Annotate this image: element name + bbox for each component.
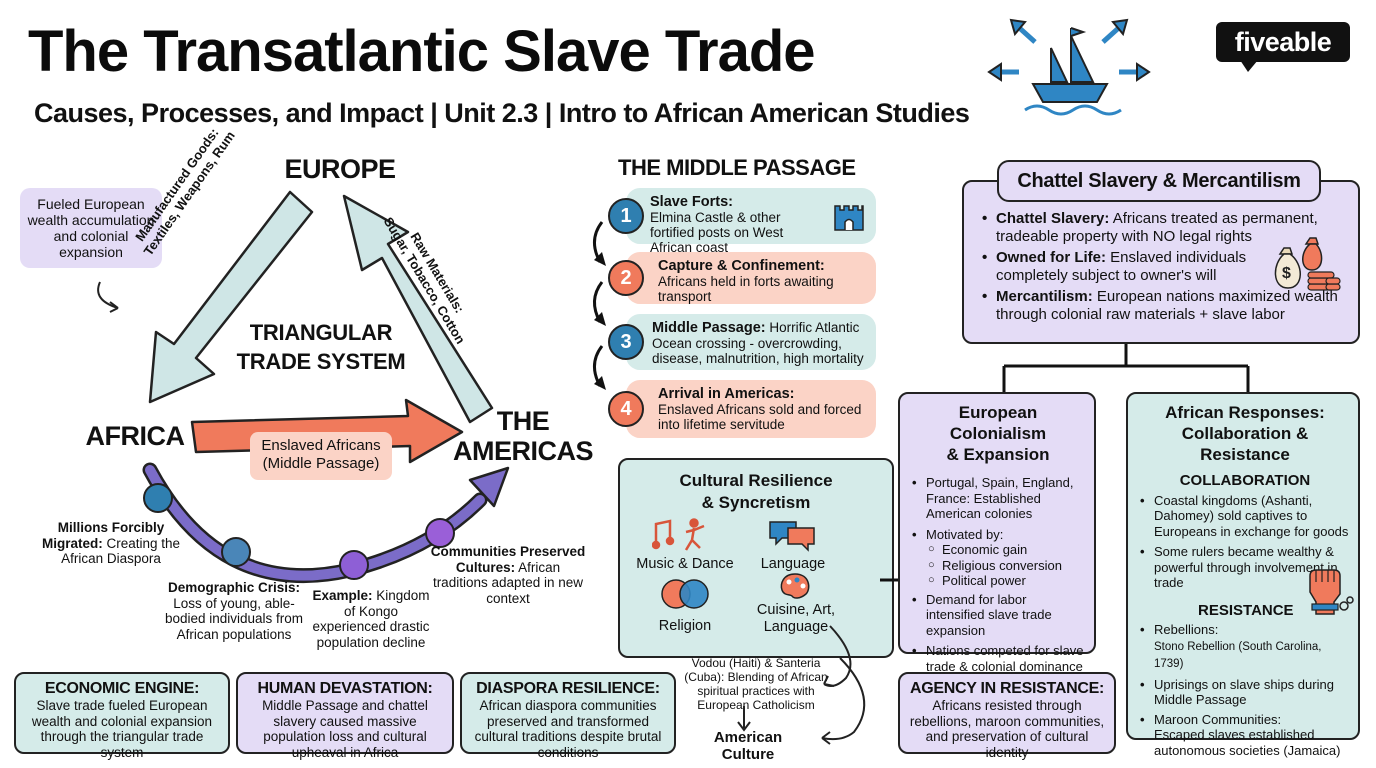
- colonialism-list: Portugal, Spain, England, France: Establ…: [912, 475, 1084, 542]
- responses-title: African Responses: Collaboration & Resis…: [1165, 403, 1325, 464]
- timeline-item-1: Millions Forcibly Migrated: Creating the…: [41, 520, 181, 566]
- fiveable-logo: fiveable: [1216, 22, 1350, 62]
- enslaved-africans-label: Enslaved Africans (Middle Passage): [250, 432, 392, 480]
- colonialism-item: Motivated by:: [912, 527, 1084, 543]
- wealth-note: Fueled European wealth accumulation and …: [20, 188, 162, 268]
- step-number: 3: [608, 324, 644, 360]
- label-europe: EUROPE: [284, 154, 396, 184]
- resistance-item: Uprisings on slave ships during Middle P…: [1140, 677, 1350, 708]
- culture-flow-arrows: [737, 625, 866, 745]
- collaboration-item: Some rulers became wealthy & powerful th…: [1140, 544, 1350, 591]
- chattel-slavery-box: Chattel Slavery: Africans treated as per…: [962, 180, 1360, 344]
- culture-item-language: Language: [760, 556, 826, 572]
- resistance-item: Rebellions:Stono Rebellion (South Caroli…: [1140, 622, 1350, 673]
- collaboration-list: Coastal kingdoms (Ashanti, Dahomey) sold…: [1140, 493, 1350, 591]
- ship-icon: [987, 18, 1151, 116]
- timeline-item-3: Example: Kingdom of Kongo experienced dr…: [312, 588, 430, 650]
- chattel-item: Chattel Slavery: Africans treated as per…: [982, 210, 1348, 246]
- motivation-list: Economic gain Religious conversion Polit…: [912, 542, 1084, 589]
- step-number: 1: [608, 198, 644, 234]
- culture-item-cuisine: Cuisine, Art, Language: [756, 602, 836, 635]
- colonialism-box: European Colonialism & Expansion Portuga…: [898, 392, 1096, 674]
- chattel-item: Owned for Life: Enslaved individuals com…: [982, 249, 1348, 285]
- collaboration-item: Coastal kingdoms (Ashanti, Dahomey) sold…: [1140, 493, 1350, 540]
- page-title: The Transatlantic Slave Trade: [28, 19, 816, 84]
- syncretism-note: Vodou (Haiti) & Santeria (Cuba): Blendin…: [684, 656, 828, 712]
- step-number: 2: [608, 260, 644, 296]
- motivation-item: Political power: [928, 573, 1084, 589]
- middle-passage-title: THE MIDDLE PASSAGE: [618, 155, 856, 180]
- colonialism-title: European Colonialism & Expansion: [946, 403, 1050, 464]
- step-capture: 2 Capture & Confinement: Africans held i…: [608, 252, 876, 304]
- resistance-list: Rebellions:Stono Rebellion (South Caroli…: [1140, 622, 1350, 758]
- castle-icon: [834, 205, 864, 231]
- african-responses-box: African Responses: Collaboration & Resis…: [1126, 392, 1360, 758]
- colonialism-item: Portugal, Spain, England, France: Establ…: [912, 475, 1084, 522]
- palette-icon: [780, 573, 810, 599]
- human-devastation-box: HUMAN DEVASTATION: Middle Passage and ch…: [236, 672, 454, 760]
- collaboration-heading: COLLABORATION: [1179, 472, 1311, 489]
- step-arrival: 4 Arrival in Americas: Enslaved Africans…: [608, 380, 876, 438]
- cultural-resilience-box: Cultural Resilience & Syncretism Music &…: [618, 458, 894, 658]
- colonialism-item: Demand for labor intensified slave trade…: [912, 592, 1084, 639]
- timeline-item-2: Demographic Crisis: Loss of young, able-…: [164, 580, 304, 642]
- chattel-list: Chattel Slavery: Africans treated as per…: [982, 210, 1348, 324]
- money-bag-icon: $: [1274, 237, 1341, 291]
- connector-lines: [880, 344, 1250, 582]
- culture-item-music: Music & Dance: [636, 556, 734, 572]
- resistance-heading: RESISTANCE: [1198, 601, 1294, 619]
- chattel-title: Chattel Slavery & Mercantilism: [997, 160, 1321, 202]
- colonialism-item: Nations competed for slave trade & colon…: [912, 643, 1084, 674]
- raw-materials-arrow: [342, 194, 494, 424]
- music-dance-icon: [652, 518, 705, 551]
- svg-text:$: $: [1282, 265, 1291, 282]
- resistance-item: Maroon Communities:Escaped slaves establ…: [1140, 712, 1350, 759]
- speech-bubbles-icon: [769, 521, 815, 552]
- step-slave-forts: 1 Slave Forts: Elmina Castle & other for…: [608, 188, 876, 255]
- step-middle-passage: 3 Middle Passage: Horrific Atlantic Ocea…: [608, 314, 876, 370]
- chattel-item: Mercantilism: European nations maximized…: [982, 288, 1348, 324]
- page-subtitle: Causes, Processes, and Impact | Unit 2.3…: [34, 98, 970, 128]
- religion-circles-icon: [661, 579, 709, 609]
- logo-speech-tail: [1240, 60, 1258, 72]
- timeline-item-4: Communities Preserved Cultures: African …: [430, 544, 586, 606]
- cultural-title: Cultural Resilience & Syncretism: [679, 471, 833, 512]
- diaspora-resilience-box: DIASPORA RESILIENCE: African diaspora co…: [460, 672, 676, 760]
- culture-item-religion: Religion: [658, 618, 712, 634]
- motivation-item: Economic gain: [928, 542, 1084, 558]
- raised-fist-broken-chain-icon: [1309, 569, 1354, 615]
- label-americas: THE AMERICAS: [452, 406, 594, 466]
- manufactured-goods-arrow: [148, 190, 314, 404]
- american-culture-label: American Culture: [713, 729, 783, 763]
- label-africa: AFRICA: [85, 421, 186, 451]
- diaspora-curve: [142, 462, 510, 584]
- motivation-item: Religious conversion: [928, 558, 1084, 574]
- agency-resistance-box: AGENCY IN RESISTANCE: Africans resisted …: [898, 672, 1116, 760]
- triangular-trade-title: TRIANGULAR TRADE SYSTEM: [236, 320, 406, 374]
- step-number: 4: [608, 391, 644, 427]
- economic-engine-box: ECONOMIC ENGINE: Slave trade fueled Euro…: [14, 672, 230, 760]
- step-flow-arrows: [593, 221, 606, 390]
